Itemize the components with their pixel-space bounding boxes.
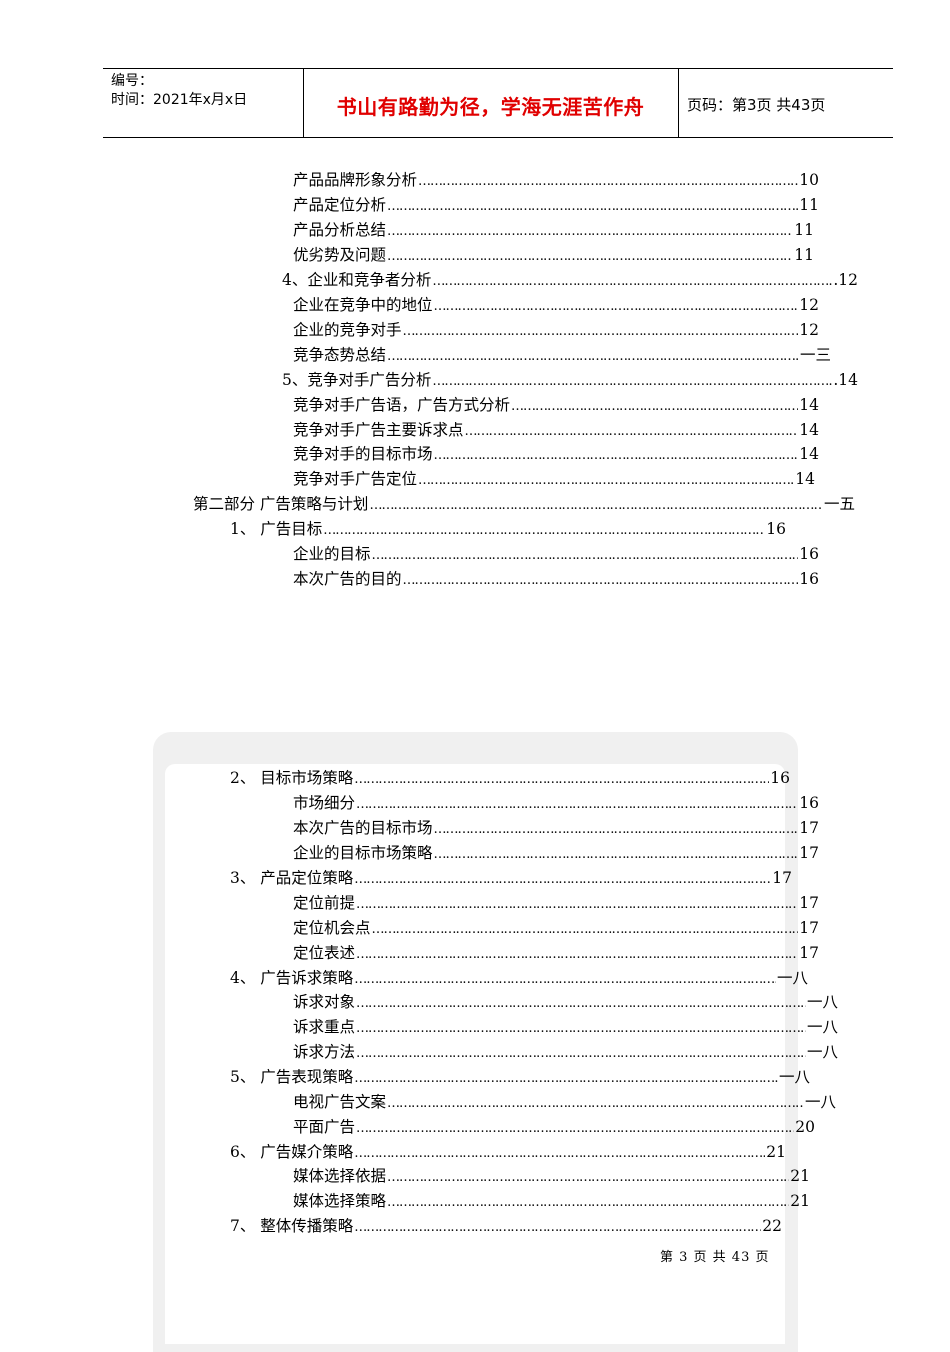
toc-row-part-heading[interactable]: 第二部分 广告策略与计划一五 [193, 494, 855, 516]
toc-row[interactable]: 3、 产品定位策略17 [230, 868, 792, 890]
toc-row[interactable]: 竞争对手广告主要诉求点14 [293, 420, 819, 442]
toc-row[interactable]: 平面广告20 [293, 1117, 815, 1139]
toc-row[interactable]: 竞争对手广告语，广告方式分析14 [293, 395, 819, 417]
toc-row[interactable]: 竞争态势总结一三 [293, 345, 831, 367]
toc-row[interactable]: 1、 广告目标16 [230, 519, 786, 541]
page-header: 编号： 时间：2021年x月x日 书山有路勤为径，学海无涯苦作舟 页码：第3页 … [103, 68, 893, 138]
toc-row[interactable]: 定位机会点17 [293, 918, 819, 940]
toc-row[interactable]: 市场细分16 [293, 793, 819, 815]
toc-row[interactable]: 产品定位分析11 [293, 195, 819, 217]
toc-row[interactable]: 诉求对象一八 [293, 992, 838, 1014]
toc-row[interactable]: 2、 目标市场策略16 [230, 768, 790, 790]
header-motto: 书山有路勤为径，学海无涯苦作舟 [336, 95, 645, 119]
header-divider [303, 69, 304, 137]
toc-row[interactable]: 定位表述17 [293, 943, 819, 965]
toc-row[interactable]: 电视广告文案一八 [293, 1092, 836, 1114]
toc-row[interactable]: 诉求重点一八 [293, 1017, 838, 1039]
toc-row[interactable]: 媒体选择依据21 [293, 1166, 810, 1188]
toc-row[interactable]: 本次广告的目的16 [293, 569, 819, 591]
toc-row[interactable]: 企业在竞争中的地位12 [293, 295, 819, 317]
header-meta: 编号： 时间：2021年x月x日 [111, 72, 247, 110]
serial-label: 编号： [111, 73, 153, 89]
toc-row[interactable]: 诉求方法一八 [293, 1042, 838, 1064]
time-label: 时间：2021年x月x日 [111, 92, 248, 108]
toc-row[interactable]: 6、 广告媒介策略21 [230, 1142, 786, 1164]
toc-row[interactable]: 5、竞争对手广告分析.14 [282, 370, 858, 392]
toc-row[interactable]: 4、 广告诉求策略一八 [230, 968, 808, 990]
toc-row[interactable]: 本次广告的目标市场17 [293, 818, 819, 840]
toc-row[interactable]: 企业的目标16 [293, 544, 819, 566]
toc-row[interactable]: 产品品牌形象分析10 [293, 170, 819, 192]
toc-row[interactable]: 5、 广告表现策略一八 [230, 1067, 810, 1089]
toc-row[interactable]: 企业的竞争对手12 [293, 320, 819, 342]
toc-row[interactable]: 竞争对手广告定位14 [293, 469, 815, 491]
toc-row[interactable]: 7、 整体传播策略22 [230, 1216, 782, 1238]
toc-row[interactable]: 产品分析总结11 [293, 220, 814, 242]
page-footer: 第 3 页 共 43 页 [660, 1250, 770, 1265]
toc-row[interactable]: 定位前提17 [293, 893, 819, 915]
header-page-info: 页码：第3页 共43页 [687, 96, 826, 114]
header-divider [678, 69, 679, 137]
toc-row[interactable]: 企业的目标市场策略17 [293, 843, 819, 865]
toc-row[interactable]: 竞争对手的目标市场14 [293, 444, 819, 466]
toc-row[interactable]: 优劣势及问题11 [293, 245, 814, 267]
toc-row[interactable]: 4、企业和竞争者分析.12 [282, 270, 858, 292]
toc-row[interactable]: 媒体选择策略21 [293, 1191, 810, 1213]
